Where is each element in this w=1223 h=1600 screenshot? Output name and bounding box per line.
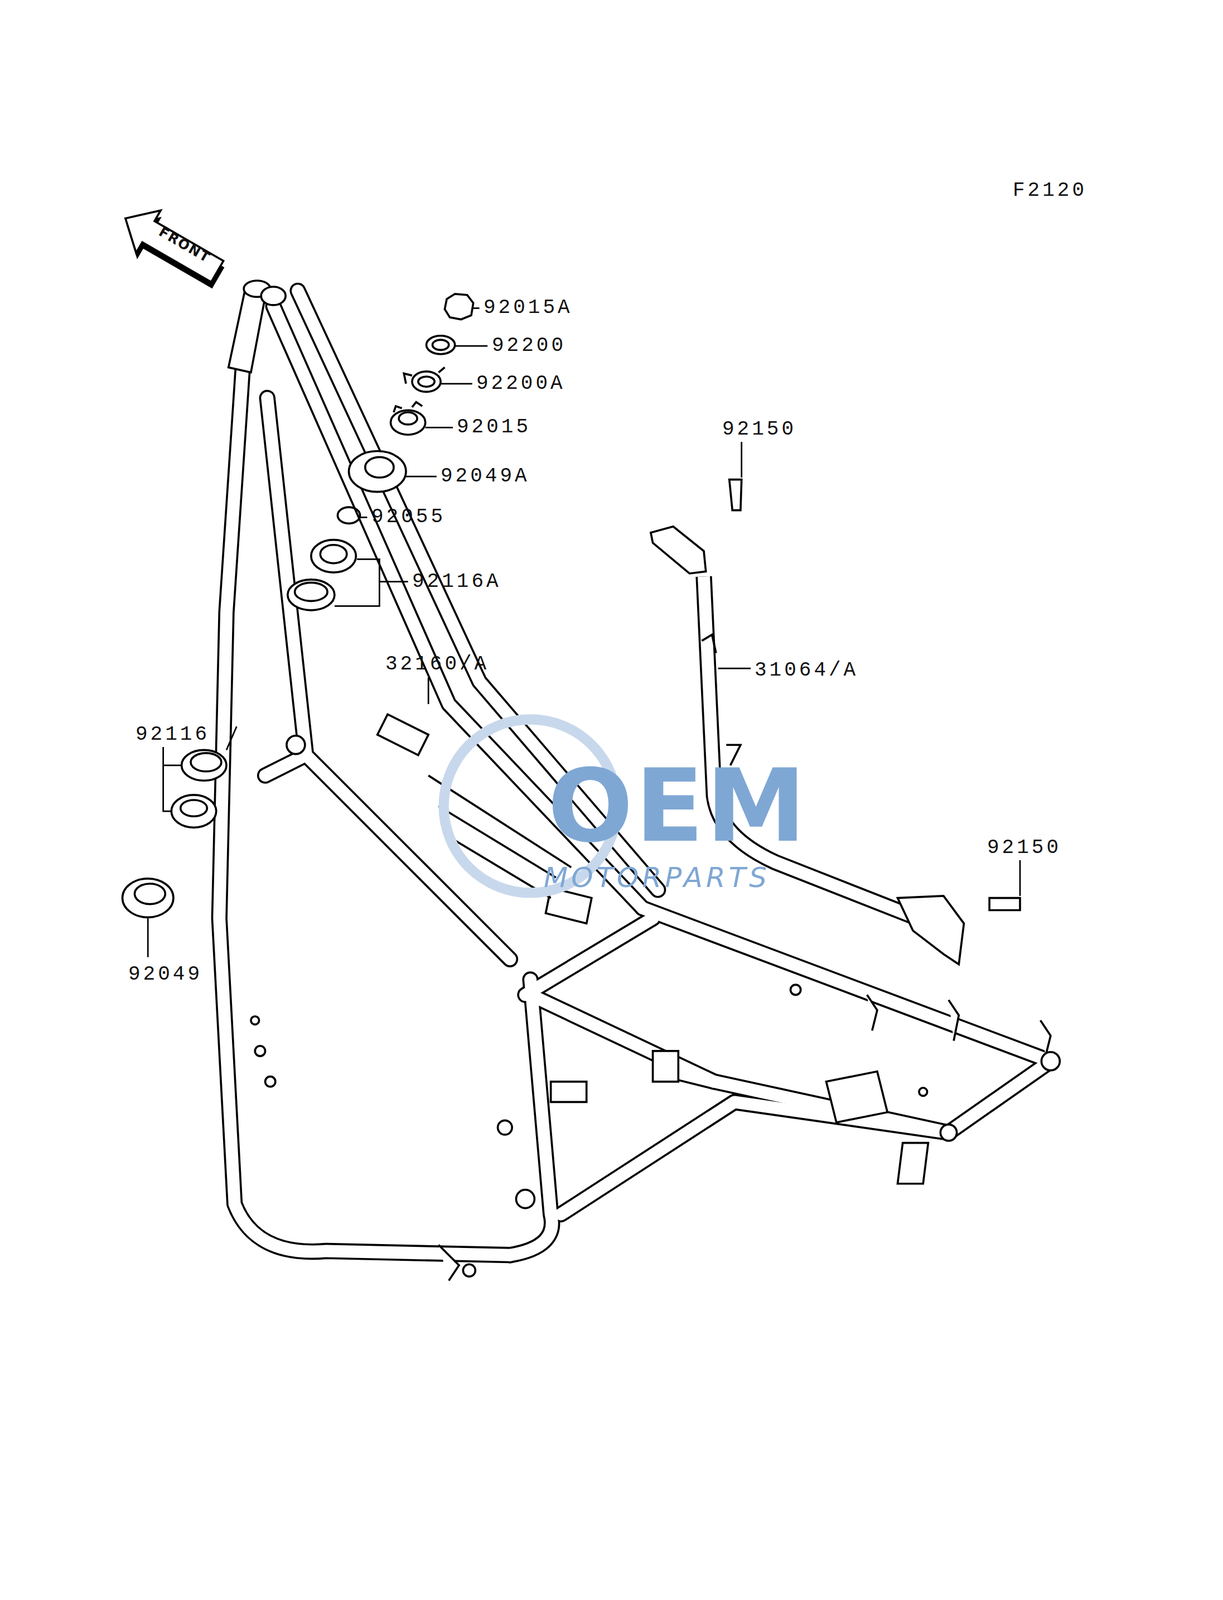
part-number: 92015A bbox=[483, 297, 573, 318]
watermark: MOTORPARTS bbox=[543, 863, 771, 892]
drawing-code: F2120 bbox=[1012, 180, 1087, 201]
part-number: 92116A bbox=[412, 571, 502, 592]
watermark: OEM bbox=[547, 755, 809, 857]
frame-tubes bbox=[219, 290, 1051, 1255]
front-arrow bbox=[110, 196, 234, 299]
part-number: 92055 bbox=[371, 506, 446, 528]
part-number: 92150 bbox=[987, 837, 1062, 858]
leader-lines bbox=[147, 307, 1021, 957]
part-number: 31064/A bbox=[754, 660, 859, 681]
part-number: 92200 bbox=[491, 335, 567, 356]
part-number: 92015 bbox=[456, 417, 531, 438]
part-number: 92116 bbox=[135, 724, 210, 745]
frame-details bbox=[228, 280, 1061, 1280]
part-number: 92200A bbox=[476, 373, 566, 394]
part-number: 92150 bbox=[722, 419, 797, 440]
part-number: 92049A bbox=[440, 466, 530, 487]
steering-parts bbox=[122, 293, 473, 918]
part-number: 32160/A bbox=[385, 654, 490, 675]
part-number: 92049 bbox=[128, 964, 203, 985]
rear-pipe bbox=[650, 479, 1021, 965]
